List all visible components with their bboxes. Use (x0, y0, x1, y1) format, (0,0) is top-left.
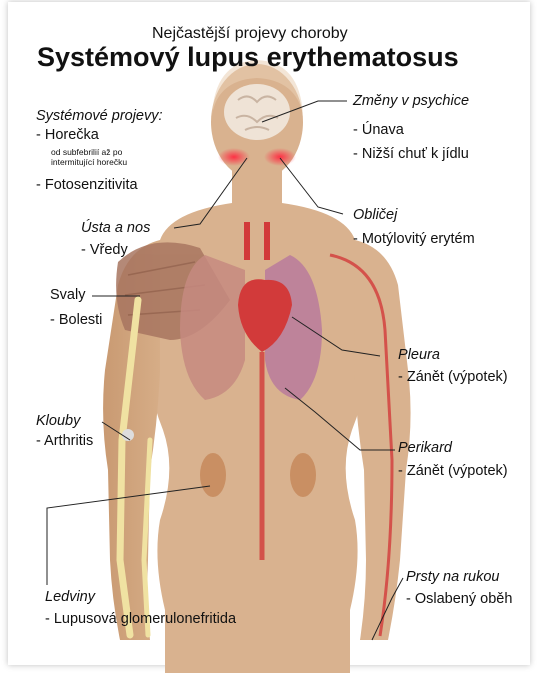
muscles-item-pain: - Bolesti (50, 312, 102, 328)
page-subtitle: Nejčastější projevy choroby (152, 25, 348, 43)
pleura-heading: Pleura (398, 347, 440, 363)
joints-heading: Klouby (36, 413, 80, 429)
psyche-item-appetite: - Nižší chuť k jídlu (353, 146, 469, 162)
mouth-heading: Ústa a nos (81, 220, 150, 236)
mouth-item-ulcers: - Vředy (81, 242, 128, 258)
pericardium-heading: Perikard (398, 440, 452, 456)
brain-illustration (224, 84, 290, 140)
face-heading: Obličej (353, 207, 397, 223)
page-title: Systémový lupus erythematosus (37, 42, 459, 73)
systemic-heading: Systémové projevy: (36, 108, 163, 124)
face-item-rash: - Motýlovitý erytém (353, 231, 475, 247)
kidney-right (290, 453, 316, 497)
joints-item-arthritis: - Arthritis (36, 433, 93, 449)
pericardium-item-inflammation: - Zánět (výpotek) (398, 463, 508, 479)
psyche-heading: Změny v psychice (353, 93, 469, 109)
psyche-item-fatigue: - Únava (353, 122, 404, 138)
fingers-item-circulation: - Oslabený oběh (406, 591, 512, 607)
butterfly-rash-left (218, 148, 250, 166)
fingers-heading: Prsty na rukou (406, 569, 500, 585)
fever-note-line1: od subfebrilií až po (51, 147, 122, 157)
pleura-item-inflammation: - Zánět (výpotek) (398, 369, 508, 385)
kidneys-item-nephritis: - Lupusová glomerulonefritida (45, 611, 236, 627)
kidney-left (200, 453, 226, 497)
systemic-item-fever: - Horečka (36, 127, 99, 143)
kidneys-heading: Ledviny (45, 589, 95, 605)
muscles-heading: Svaly (50, 287, 85, 303)
butterfly-rash-right (264, 148, 296, 166)
fever-note-line2: intermitující horečku (51, 157, 127, 167)
systemic-item-photosensitivity: - Fotosenzitivita (36, 177, 138, 193)
